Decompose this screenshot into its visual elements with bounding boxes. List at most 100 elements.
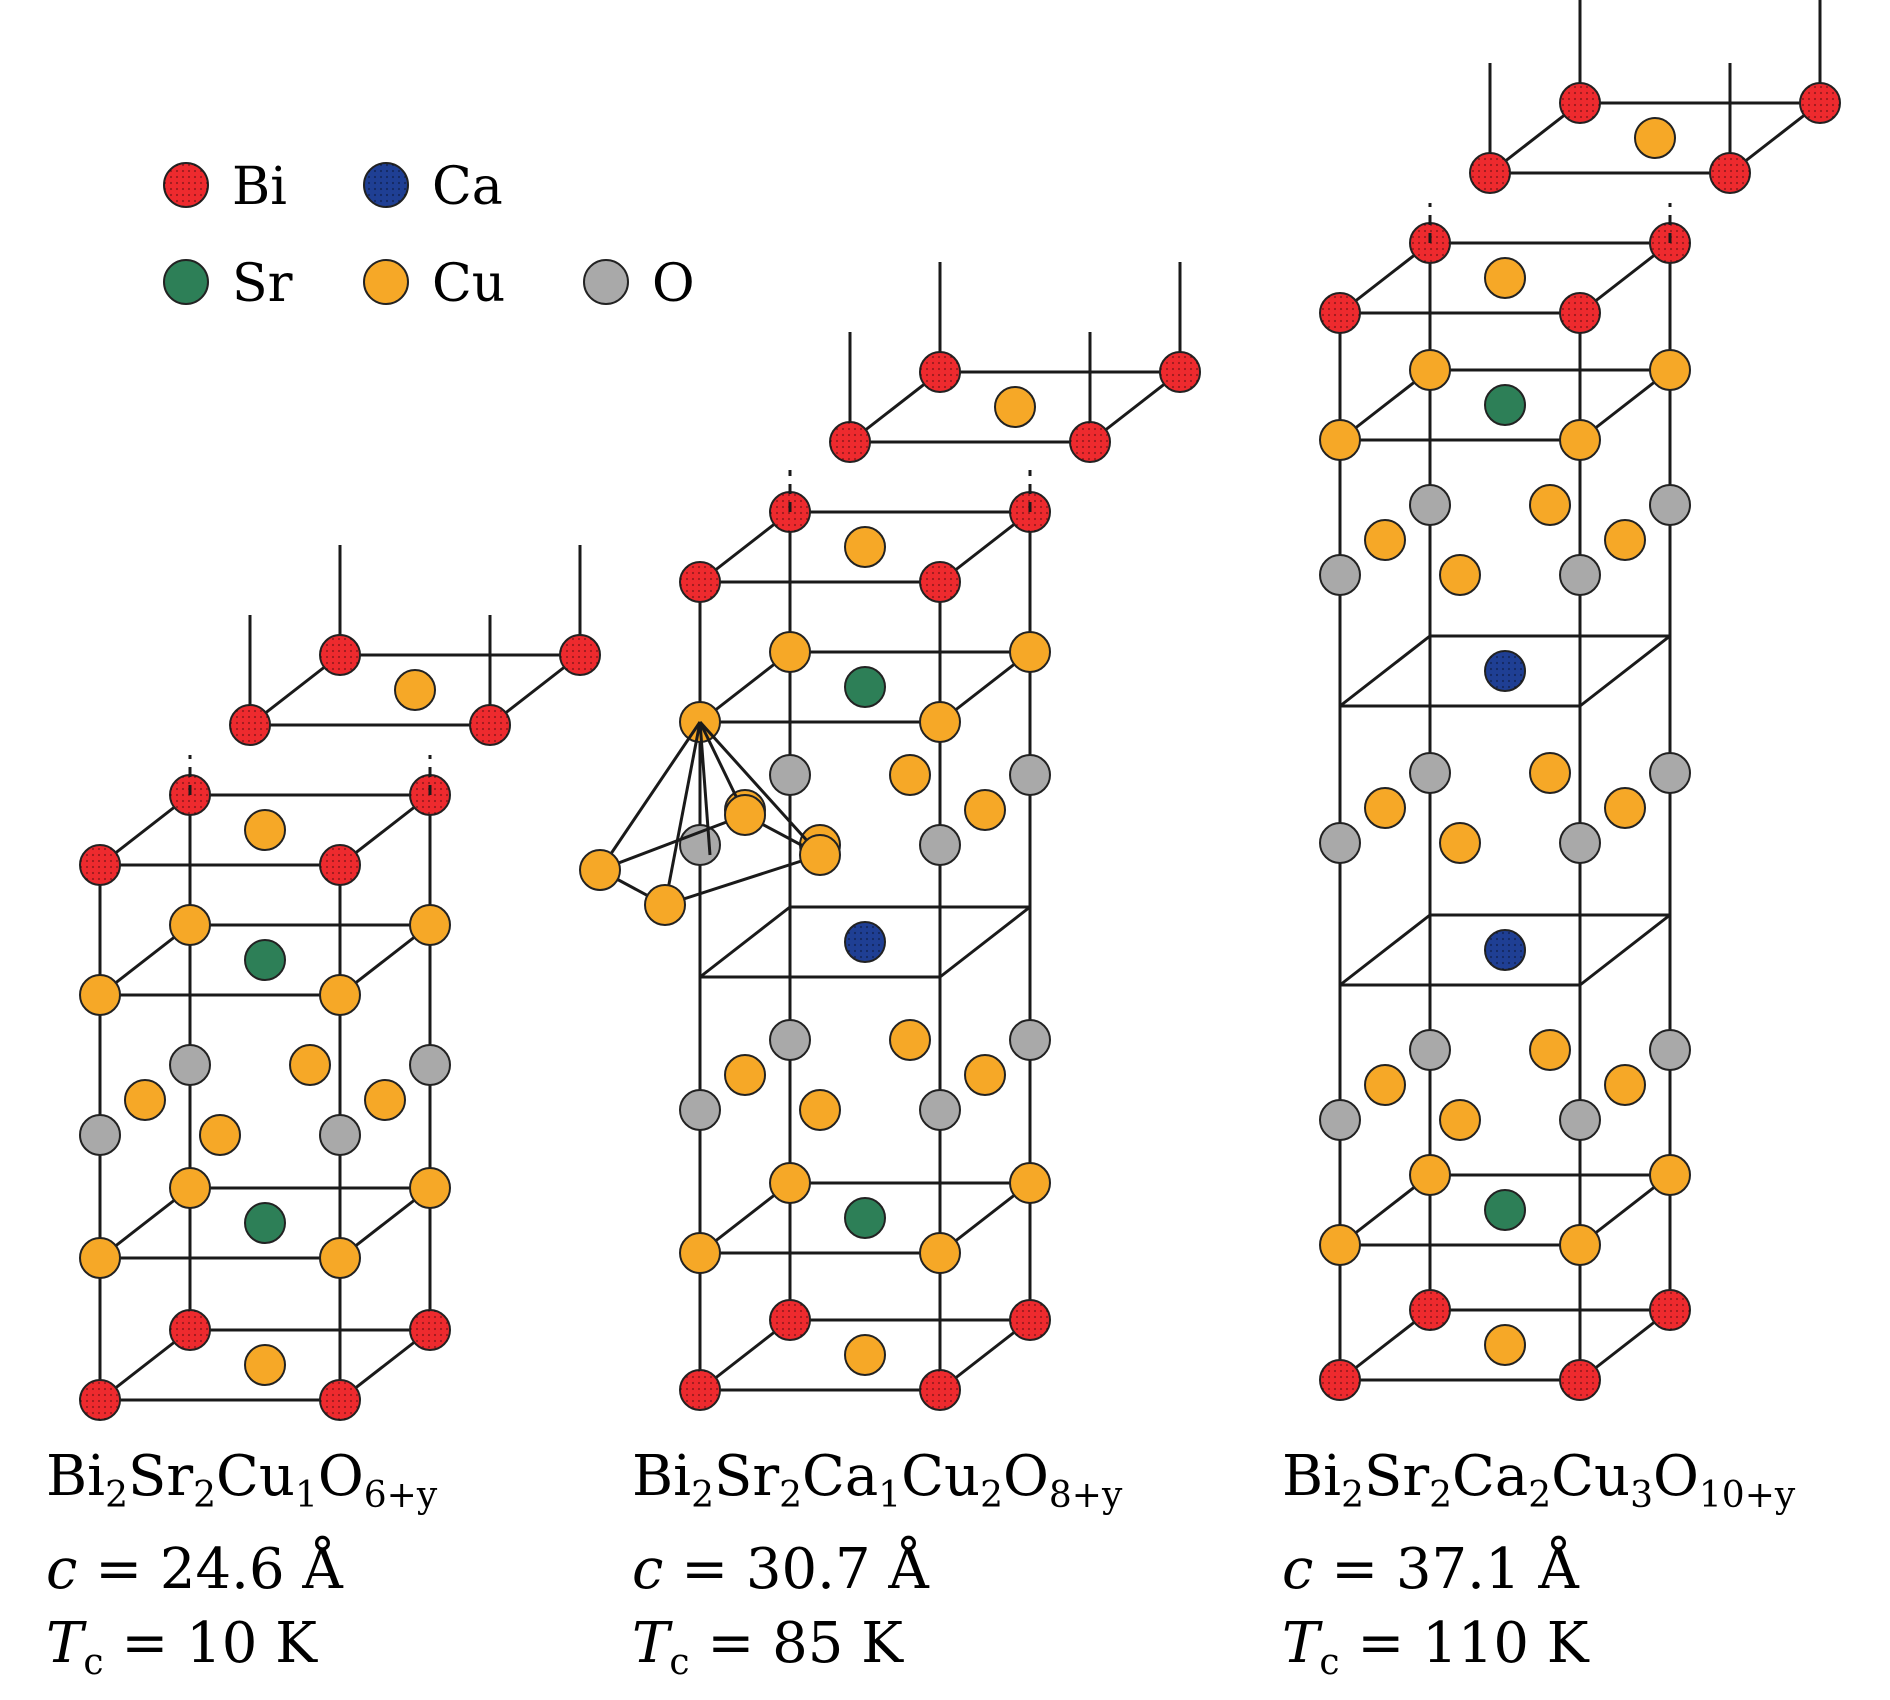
unit-cell-bi2212 bbox=[579, 262, 1201, 1411]
o-atom bbox=[1559, 1099, 1601, 1141]
cu-atom bbox=[1439, 554, 1481, 596]
legend-sr-label: Sr bbox=[232, 254, 293, 314]
cu-atom bbox=[889, 754, 931, 796]
o-atom bbox=[1649, 1029, 1691, 1071]
o-atom bbox=[769, 1019, 811, 1061]
cu-atom bbox=[724, 1054, 766, 1096]
polyhedron-edge bbox=[599, 813, 746, 872]
cu-atom bbox=[579, 849, 621, 891]
o-atom bbox=[679, 1089, 721, 1131]
plane-edge bbox=[699, 905, 791, 979]
cu-atom bbox=[319, 974, 361, 1016]
cu-atom bbox=[364, 1079, 406, 1121]
bi-atom-texture bbox=[1560, 293, 1600, 333]
caption-bi2223: Bi2Sr2Ca2Cu3O10+y c = 37.1 Å Tc = 110 K bbox=[1282, 1440, 1795, 1700]
cu-atom bbox=[1634, 117, 1676, 159]
polyhedron-edge bbox=[663, 721, 702, 906]
bi-atom-texture bbox=[320, 845, 360, 885]
o-atom bbox=[409, 1044, 451, 1086]
o-atom bbox=[1009, 754, 1051, 796]
cu-atom bbox=[844, 526, 886, 568]
bi-atom-texture bbox=[1650, 1290, 1690, 1330]
o-atom bbox=[919, 824, 961, 866]
cu-atom bbox=[1484, 1324, 1526, 1366]
unit-cell-bi2201 bbox=[79, 545, 601, 1421]
cu-atom bbox=[769, 1162, 811, 1204]
sr-atom bbox=[1484, 1189, 1526, 1231]
cu-atom bbox=[319, 1237, 361, 1279]
cu-atom bbox=[799, 834, 841, 876]
o-atom bbox=[919, 1089, 961, 1131]
legend-sr-swatch bbox=[163, 259, 209, 305]
bi-atom-texture bbox=[920, 1370, 960, 1410]
o-atom bbox=[1319, 822, 1361, 864]
cu-atom bbox=[1439, 822, 1481, 864]
polyhedron-edge bbox=[698, 720, 822, 857]
bi-atom-texture bbox=[830, 422, 870, 462]
cu-atom bbox=[1529, 484, 1571, 526]
cu-atom bbox=[724, 794, 766, 836]
c-parameter-bi2212: c = 30.7 Å bbox=[632, 1537, 929, 1603]
polyhedron-edge bbox=[664, 853, 821, 907]
plane-edge bbox=[1339, 913, 1431, 987]
formula-bi2212: Bi2Sr2Ca1Cu2O8+y bbox=[632, 1444, 1123, 1517]
plane-edge bbox=[939, 905, 1031, 979]
cu-atom bbox=[1529, 1029, 1571, 1071]
cu-atom bbox=[994, 386, 1036, 428]
sr-atom bbox=[844, 666, 886, 708]
ca-atom-texture bbox=[1485, 651, 1525, 691]
cu-atom bbox=[769, 631, 811, 673]
cu-atom bbox=[1649, 1154, 1691, 1196]
cu-atom bbox=[919, 1232, 961, 1274]
cu-atom bbox=[1529, 752, 1571, 794]
o-atom bbox=[1009, 1019, 1051, 1061]
bi-atom-texture bbox=[410, 1310, 450, 1350]
legend-cu-label: Cu bbox=[432, 254, 505, 314]
caption-bi2212: Bi2Sr2Ca1Cu2O8+y c = 30.7 Å Tc = 85 K bbox=[632, 1440, 1122, 1700]
cu-atom bbox=[169, 1167, 211, 1209]
cu-atom bbox=[964, 1054, 1006, 1096]
bi-atom-texture bbox=[680, 562, 720, 602]
caption-bi2201: Bi2Sr2Cu1O6+y c = 24.6 Å Tc = 10 K bbox=[46, 1440, 437, 1700]
cu-atom bbox=[289, 1044, 331, 1086]
cu-atom bbox=[1319, 1224, 1361, 1266]
sr-atom bbox=[844, 1197, 886, 1239]
bi-atom-texture bbox=[560, 635, 600, 675]
tc-bi2212: Tc = 85 K bbox=[632, 1611, 903, 1684]
formula-bi2223: Bi2Sr2Ca2Cu3O10+y bbox=[1282, 1444, 1796, 1517]
o-atom bbox=[1409, 752, 1451, 794]
cu-atom bbox=[799, 1089, 841, 1131]
tc-bi2223: Tc = 110 K bbox=[1282, 1611, 1589, 1684]
bi-atom-texture bbox=[680, 1370, 720, 1410]
sr-atom bbox=[244, 939, 286, 981]
bi-atom-texture bbox=[1560, 83, 1600, 123]
cu-atom bbox=[409, 1167, 451, 1209]
legend-cu-swatch bbox=[363, 259, 409, 305]
unit-cells bbox=[79, 0, 1841, 1421]
cu-atom bbox=[919, 701, 961, 743]
bi-atom-texture bbox=[1070, 422, 1110, 462]
polyhedron-edge bbox=[698, 721, 712, 856]
bi-atom-texture bbox=[80, 1380, 120, 1420]
cu-atom bbox=[1559, 419, 1601, 461]
o-atom bbox=[1559, 554, 1601, 596]
o-atom bbox=[1649, 484, 1691, 526]
bi-atom-texture bbox=[230, 705, 270, 745]
plane-edge bbox=[1579, 913, 1671, 987]
cu-atom bbox=[409, 904, 451, 946]
o-atom bbox=[1319, 554, 1361, 596]
tc-bi2201: Tc = 10 K bbox=[46, 1611, 317, 1684]
o-atom bbox=[1409, 1029, 1451, 1071]
cu-atom bbox=[1009, 631, 1051, 673]
c-parameter-bi2201: c = 24.6 Å bbox=[46, 1537, 343, 1603]
cu-atom bbox=[1559, 1224, 1601, 1266]
cu-atom bbox=[244, 1344, 286, 1386]
cu-atom bbox=[1649, 349, 1691, 391]
cu-atom bbox=[169, 904, 211, 946]
cu-atom bbox=[1604, 519, 1646, 561]
legend-bi-label: Bi bbox=[232, 157, 287, 217]
ca-atom-texture bbox=[1485, 930, 1525, 970]
ca-atom-texture bbox=[845, 922, 885, 962]
cu-atom bbox=[244, 809, 286, 851]
